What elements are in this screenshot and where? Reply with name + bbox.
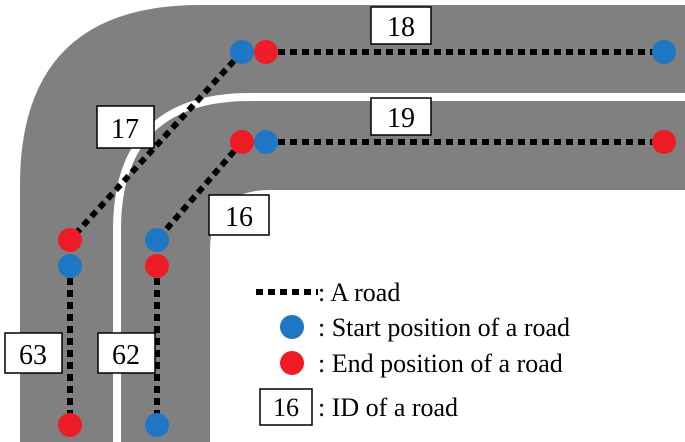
road-id-17-text: 17 xyxy=(111,114,139,145)
legend-id-swatch-text: 16 xyxy=(273,393,299,422)
road-id-19-text: 19 xyxy=(387,103,415,134)
road-id-18: 18 xyxy=(370,6,432,45)
road-id-63: 63 xyxy=(4,332,63,374)
road-16-line xyxy=(154,140,245,242)
road-17-line xyxy=(67,49,245,243)
end-point xyxy=(145,254,169,278)
end-point xyxy=(230,130,254,154)
road-surface-band xyxy=(20,5,685,442)
road-id-63-text: 63 xyxy=(19,340,47,371)
end-point xyxy=(254,40,278,64)
road-id-18-text: 18 xyxy=(387,12,415,43)
legend-start-swatch xyxy=(280,315,304,339)
legend-road-label: : A road xyxy=(318,278,400,307)
start-point xyxy=(145,413,169,437)
legend-id-label: : ID of a road xyxy=(318,393,458,422)
road-id-62: 62 xyxy=(97,332,156,374)
start-point xyxy=(652,40,676,64)
start-point xyxy=(230,40,254,64)
road-id-16-text: 16 xyxy=(225,202,253,233)
start-point xyxy=(145,228,169,252)
start-point xyxy=(254,130,278,154)
legend-start-label: : Start position of a road xyxy=(318,313,570,342)
road-points xyxy=(58,40,676,437)
road-id-16: 16 xyxy=(208,194,270,236)
road-id-labels: 18 19 17 16 63 62 xyxy=(4,6,432,374)
end-point xyxy=(58,228,82,252)
road-id-62-text: 62 xyxy=(112,340,140,371)
road-id-19: 19 xyxy=(370,97,432,136)
legend-id-swatch-box xyxy=(259,388,313,426)
end-point xyxy=(652,130,676,154)
roads xyxy=(67,49,664,425)
legend-end-swatch xyxy=(280,351,304,375)
legend: : A road : Start position of a road : En… xyxy=(256,278,570,426)
end-point xyxy=(58,413,82,437)
road-id-17: 17 xyxy=(96,105,155,149)
legend-end-label: : End position of a road xyxy=(318,349,563,378)
start-point xyxy=(58,254,82,278)
